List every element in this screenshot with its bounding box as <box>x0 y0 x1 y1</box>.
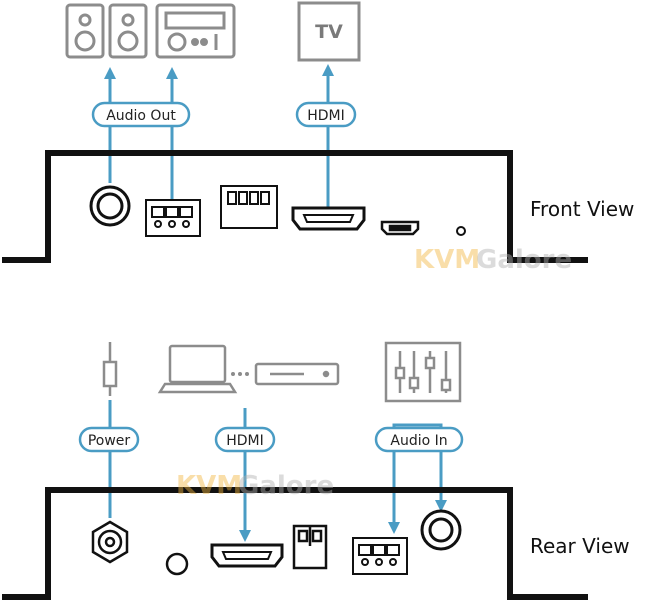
laptop-icon <box>157 344 238 394</box>
dip-switch <box>220 185 278 229</box>
rear-hdmi-port <box>210 543 284 568</box>
watermark-kvm-2: KVM <box>176 471 242 501</box>
terminal-block <box>145 199 201 237</box>
front-hdmi-port <box>291 206 366 231</box>
watermark-logo-1: KVM Galore <box>414 245 572 275</box>
watermark-kvm: KVM <box>414 245 480 275</box>
rear-view-label: Rear View <box>530 534 630 558</box>
front-device <box>2 150 588 263</box>
power-led <box>165 552 189 576</box>
dc-power-jack <box>91 520 129 564</box>
speakers-icon <box>65 3 148 59</box>
watermark-logo-2: KVM Galore <box>176 471 334 501</box>
audio-mixer-icon <box>384 341 462 403</box>
power-plug-icon <box>102 342 118 396</box>
ir-port <box>292 524 328 570</box>
watermark-galore-2: Galore <box>238 471 334 501</box>
audio-in-label: Audio In <box>390 433 447 449</box>
rear-hdmi-label: HDMI <box>226 433 264 449</box>
audio-jack <box>89 185 131 227</box>
front-hdmi-label: HDMI <box>307 108 345 124</box>
dotted-connector <box>231 372 249 376</box>
micro-usb-port <box>380 220 420 236</box>
media-player-icon <box>254 362 340 386</box>
front-hdmi-pill: HDMI <box>295 101 357 128</box>
rear-device <box>2 487 588 600</box>
power-label: Power <box>88 433 131 449</box>
tv-label: TV <box>315 21 343 43</box>
power-pill: Power <box>78 426 140 453</box>
watermark-galore: Galore <box>476 245 572 275</box>
reset-hole <box>456 226 466 236</box>
audio-out-pill: Audio Out <box>91 101 191 128</box>
audio-in-pill: Audio In <box>374 426 464 453</box>
rear-terminal-block <box>352 537 408 575</box>
rear-audio-jack <box>420 509 462 551</box>
tv-icon: TV <box>297 1 361 62</box>
amplifier-icon <box>155 3 236 59</box>
rear-hdmi-pill: HDMI <box>214 426 276 453</box>
audio-out-label: Audio Out <box>106 108 176 124</box>
front-view-label: Front View <box>530 197 634 221</box>
